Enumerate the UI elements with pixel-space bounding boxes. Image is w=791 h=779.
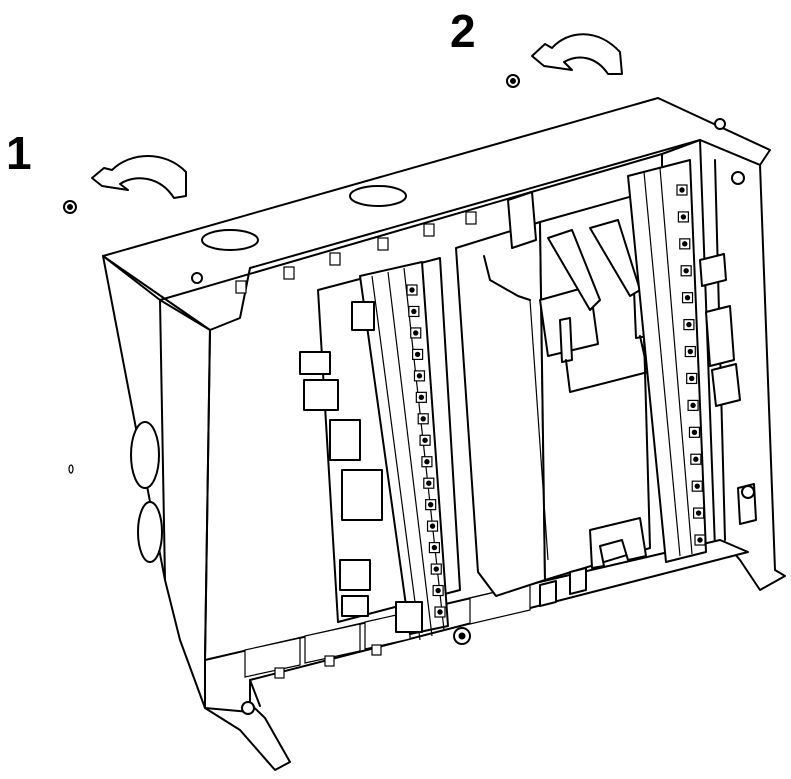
terminal-screw-head (435, 587, 441, 594)
terminal-screw-head (409, 287, 415, 293)
rotate-arrow-2-icon (531, 33, 623, 75)
power-supply-module (455, 191, 651, 607)
step-1-label: 1 (6, 127, 32, 179)
terminal-screw-head (695, 510, 702, 516)
enclosure-box (68, 97, 786, 771)
terminal-screw-head (687, 348, 694, 355)
terminal-screw-head (697, 537, 703, 543)
left-circuit-board (299, 257, 471, 645)
step-2-label: 2 (450, 5, 476, 57)
terminal-screw-head (427, 501, 434, 508)
terminal-screw-head (411, 308, 417, 315)
terminal-screw-head (693, 456, 699, 462)
terminal-screw-head (680, 214, 687, 220)
terminal-screw-head (694, 483, 700, 489)
terminal-screw-head (420, 416, 426, 422)
terminal-screw-head (686, 321, 692, 328)
terminal-screw-head (424, 459, 430, 465)
terminal-screw-head (683, 268, 689, 274)
terminal-screw-head (413, 330, 419, 336)
terminal-screw-head (688, 375, 695, 382)
rotate-arrow-1-icon (91, 155, 187, 199)
terminal-screw-head (690, 402, 696, 409)
terminal-screw-head (431, 544, 438, 551)
terminal-screw-head (429, 523, 436, 529)
terminal-screw-head (426, 480, 432, 486)
terminal-screw-head (414, 351, 421, 358)
screw-1-icon (63, 200, 77, 214)
bottom-vent-slots (244, 583, 531, 679)
terminal-screw-head (418, 394, 425, 401)
terminal-screw-head (433, 566, 439, 572)
terminal-screw-head (691, 429, 698, 436)
terminal-screw-head (679, 187, 685, 193)
right-terminal-strip (627, 159, 757, 563)
screw-2-icon (506, 74, 520, 88)
terminal-screw-head (422, 437, 428, 443)
terminal-screw-head (416, 373, 423, 379)
terminal-screw-head (684, 294, 691, 301)
terminal-screw-head (437, 609, 443, 615)
terminal-screw-head (682, 241, 688, 247)
